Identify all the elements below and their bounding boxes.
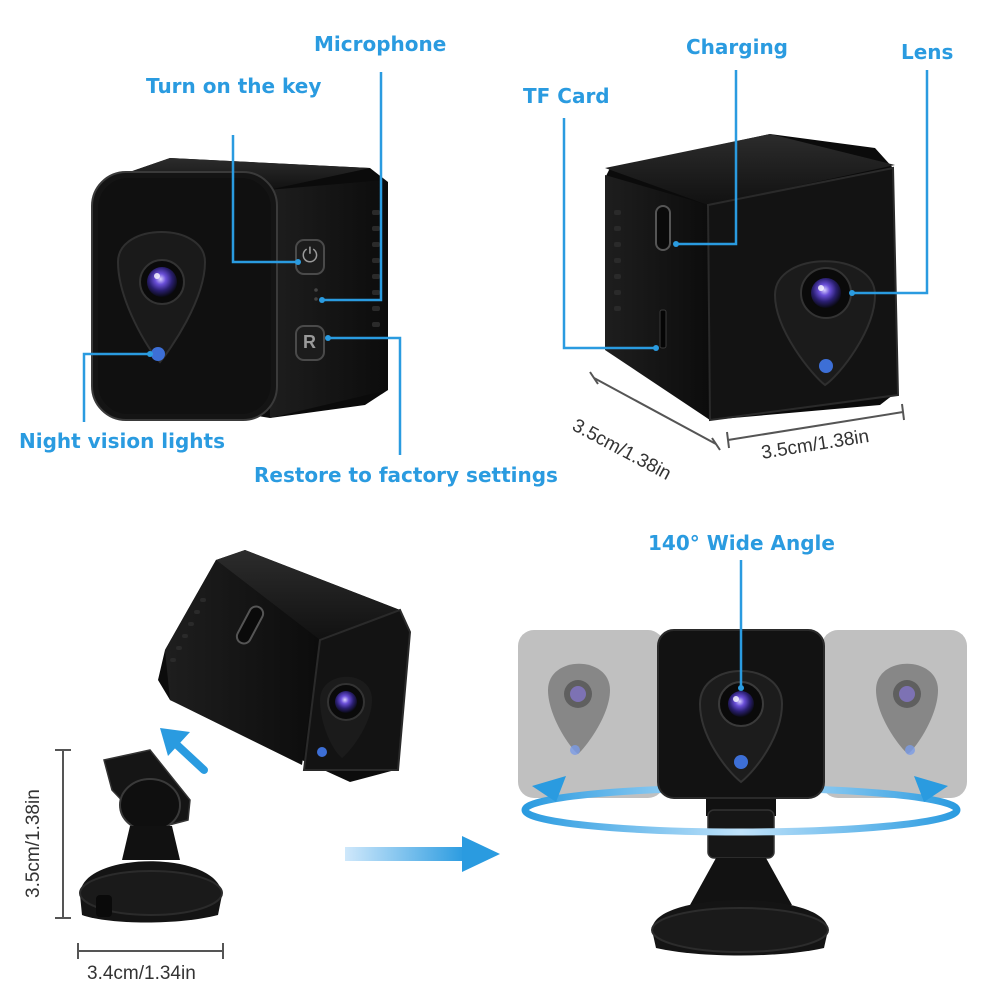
label-restore-factory: Restore to factory settings [254, 463, 558, 487]
label-night-vision: Night vision lights [19, 429, 225, 453]
wide-angle-demo [518, 629, 967, 956]
dimension-mount-height: 3.5cm/1.38in [23, 789, 44, 898]
callout-lines-side [562, 70, 929, 350]
attach-arrow-icon [160, 728, 208, 774]
tf-card-slot-icon [659, 309, 667, 349]
callout-lines-front [82, 72, 402, 455]
power-button [295, 239, 325, 275]
dimension-lines-bottom [55, 749, 224, 959]
camera-tilted-with-mount [79, 550, 412, 923]
power-symbol-icon: ⏻ [302, 245, 318, 267]
callout-line-wide [738, 560, 744, 691]
label-charging: Charging [686, 35, 789, 59]
usb-c-port-icon [655, 205, 671, 251]
camera-side-view [605, 134, 900, 422]
dimension-lines-top [589, 371, 905, 451]
label-turn-on-key: Turn on the key [146, 74, 322, 98]
camera-front-view [91, 158, 388, 421]
reset-symbol-label: R [303, 332, 316, 352]
next-step-arrow-icon [345, 836, 500, 872]
label-lens: Lens [901, 40, 954, 64]
night-vision-led-icon [151, 347, 165, 361]
label-wide-angle: 140° Wide Angle [648, 531, 835, 555]
dimension-mount-width: 3.4cm/1.34in [87, 963, 196, 984]
label-microphone: Microphone [314, 32, 447, 56]
reset-button [295, 325, 325, 361]
label-tf-card: TF Card [523, 84, 610, 108]
